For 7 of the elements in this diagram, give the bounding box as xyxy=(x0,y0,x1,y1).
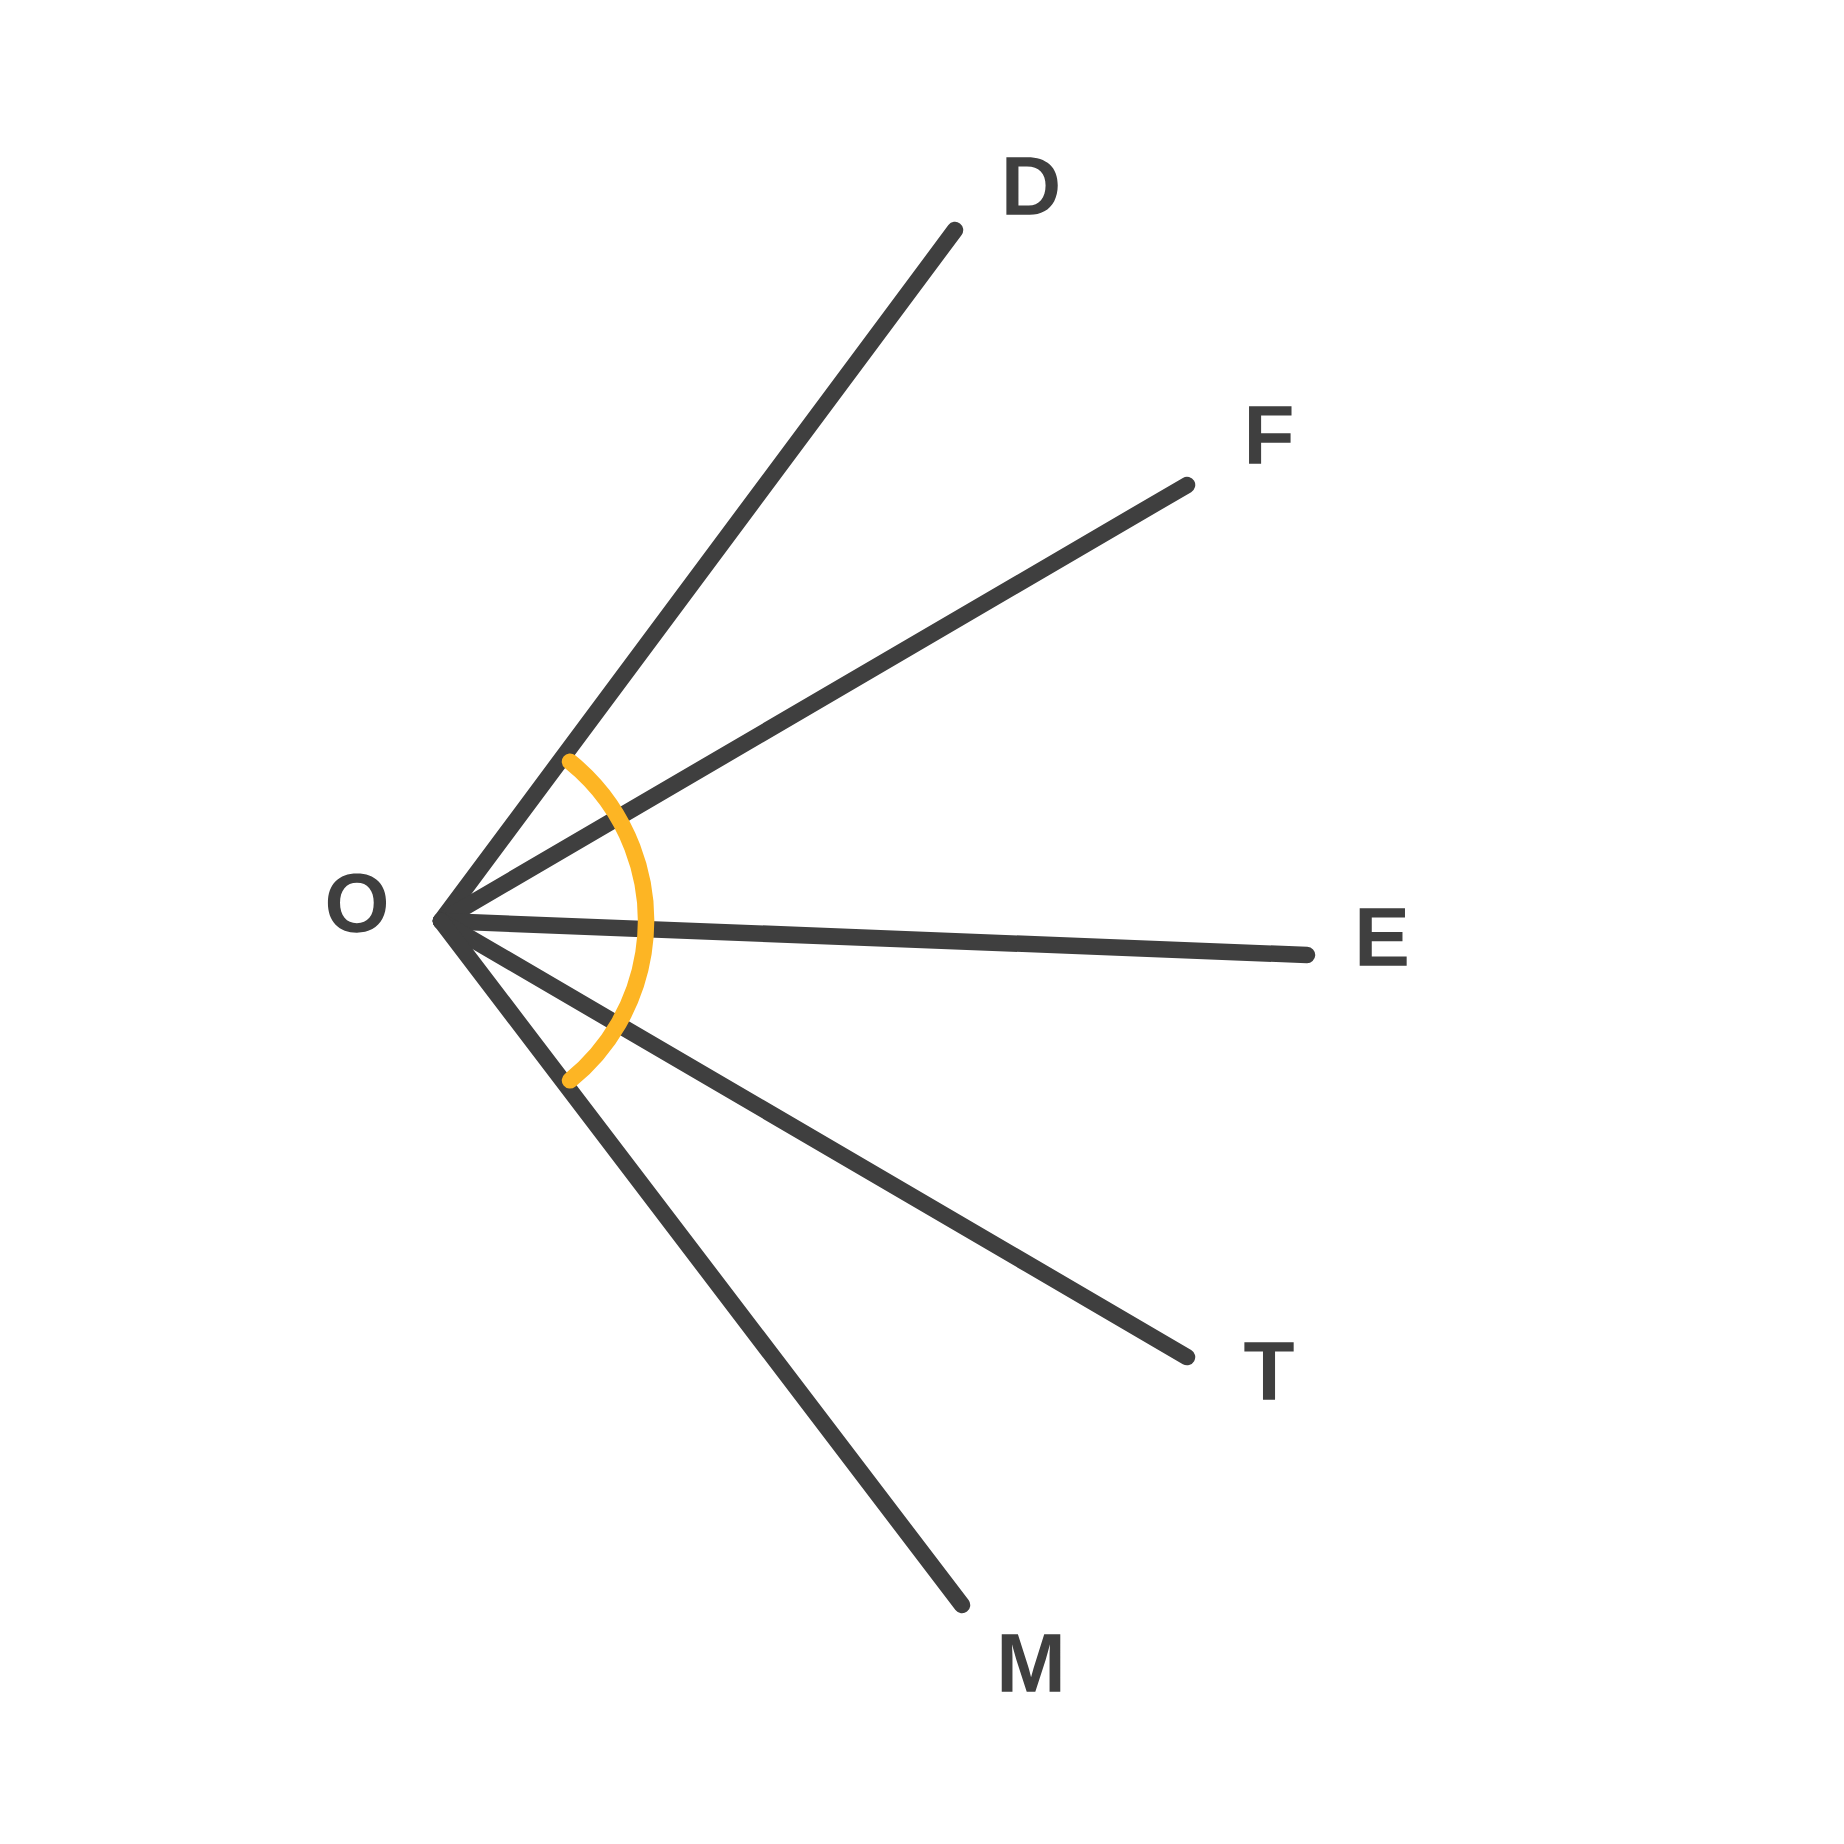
point-label: M xyxy=(1001,1634,1061,1692)
point-label: D xyxy=(1006,157,1058,215)
point-label: O xyxy=(327,873,387,933)
point-label: F xyxy=(1249,406,1292,464)
ray-line xyxy=(432,912,971,1614)
point-label: E xyxy=(1359,908,1407,966)
point-label: T xyxy=(1244,1342,1294,1400)
